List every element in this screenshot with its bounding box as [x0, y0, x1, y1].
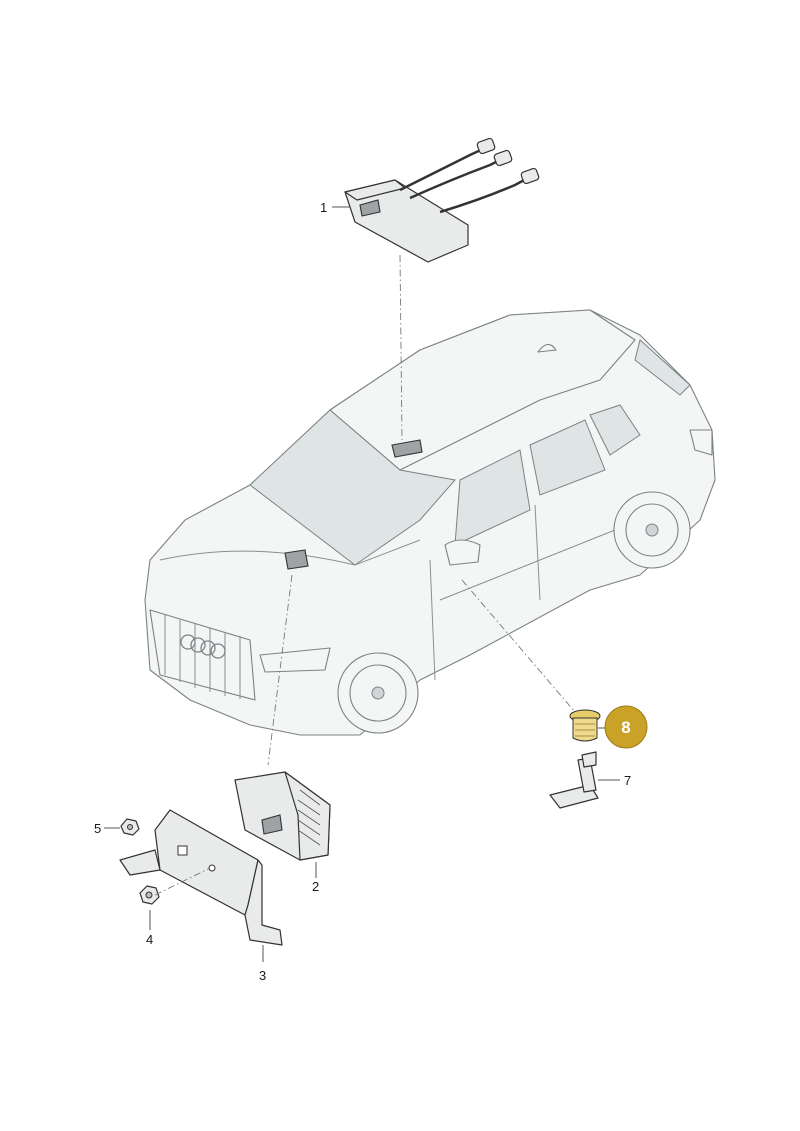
- radar-sensor: [234, 771, 331, 861]
- clip-part-8: [569, 709, 601, 742]
- car-illustration: [144, 309, 716, 736]
- callout-4: 4: [146, 932, 153, 947]
- assembly-dash-lines: [154, 254, 576, 896]
- door-sensor: [549, 751, 599, 809]
- control-unit-module: [344, 137, 540, 263]
- callout-1: 1: [320, 200, 327, 215]
- mounting-bracket: [119, 809, 283, 946]
- callout-8-badge: 8: [604, 705, 648, 749]
- callout-2: 2: [312, 879, 319, 894]
- callout-5: 5: [94, 821, 101, 836]
- hex-nut-part-5: [120, 818, 140, 836]
- callout-8: 8: [621, 718, 630, 737]
- callout-3: 3: [259, 968, 266, 983]
- hex-nut-part-4: [139, 885, 160, 905]
- callout-7: 7: [624, 773, 631, 788]
